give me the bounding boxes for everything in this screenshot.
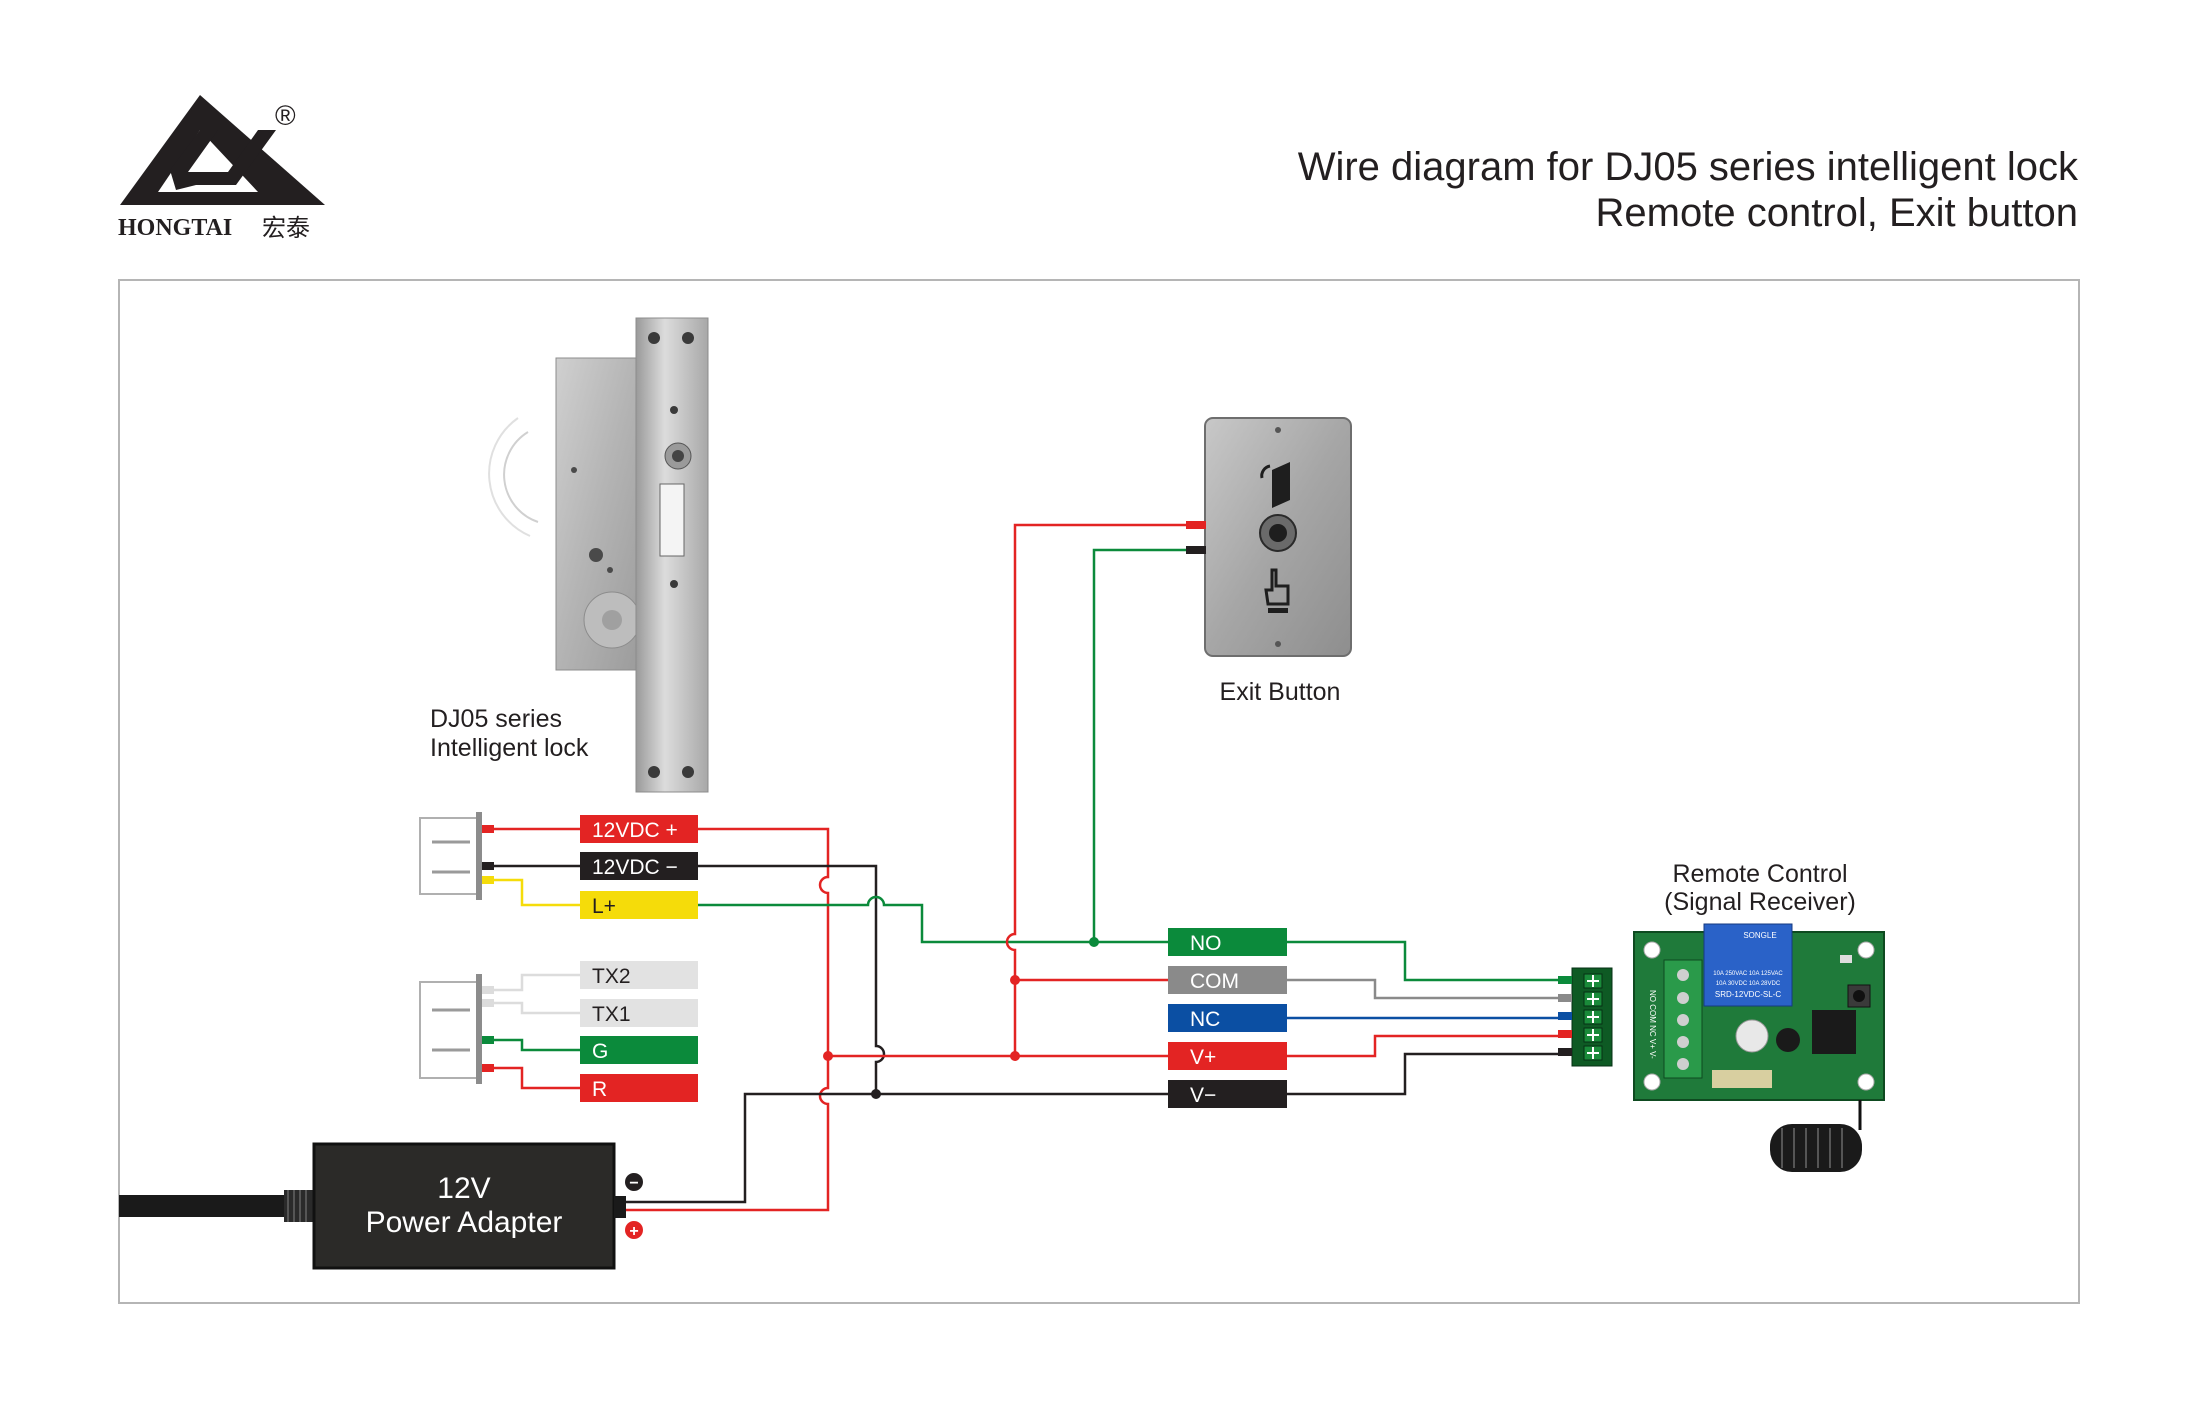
plus-terminal-icon: [625, 1221, 643, 1239]
receiver-antenna: [1770, 1100, 1862, 1172]
relay-brand: SONGLE: [1743, 931, 1776, 940]
label-l-plus-bg: [580, 891, 698, 919]
receiver-terminal-block: [1558, 967, 1613, 1067]
label-g-bg: [580, 1036, 698, 1064]
wire-com-to-receiver: [1287, 978, 1572, 1000]
terminal-v-minus: V−: [1190, 1084, 1216, 1107]
plus-symbol: +: [629, 1223, 638, 1240]
label-g: G: [592, 1040, 608, 1063]
receiver-label-line2: (Signal Receiver): [1664, 888, 1856, 916]
wire-v-plus-to-receiver: [1287, 1034, 1572, 1058]
junction-dot: [823, 1051, 833, 1061]
wire-v-minus-to-receiver: [1287, 1052, 1572, 1096]
wire-g-stub: [490, 1038, 580, 1052]
minus-terminal-icon: [625, 1173, 643, 1191]
wire-exit-green: [1092, 548, 1186, 942]
adapter-label-line1: 12V: [437, 1172, 490, 1205]
lock-connector-signal: [419, 974, 494, 1084]
terminal-nc: NC: [1190, 1008, 1220, 1031]
diagram-frame: [118, 279, 2080, 1304]
wire-power-minus-trunk: [640, 1092, 876, 1204]
title-line2: Remote control, Exit button: [1596, 191, 2078, 235]
wire-l-plus-trunk: [698, 895, 1168, 944]
receiver-label-line1: Remote Control: [1672, 860, 1847, 888]
lock-wire-labels-signal: TX2 TX1 G R: [580, 961, 698, 1102]
label-l-plus: L+: [592, 895, 616, 918]
exit-button-device: [1186, 417, 1352, 657]
junction-dot: [1089, 937, 1099, 947]
junction-dot: [1010, 975, 1020, 985]
power-cord: [119, 1195, 284, 1217]
receiver-board: SONGLE 10A 250VAC 10A 125VAC 10A 30VDC 1…: [1633, 923, 1885, 1101]
terminal-nc-bg: [1168, 1004, 1287, 1032]
label-r-bg: [580, 1074, 698, 1102]
exit-button-label: Exit Button: [1220, 678, 1341, 706]
junction-dots: [823, 937, 1099, 1099]
junction-dot: [1010, 1051, 1020, 1061]
wire-r-stub: [490, 1066, 580, 1090]
label-tx2: TX2: [592, 965, 631, 988]
wire-12vdc-plus-trunk: [640, 827, 830, 1212]
label-12vdc-minus: 12VDC −: [592, 856, 678, 879]
terminal-com: COM: [1190, 970, 1239, 993]
wire-12vdc-minus-trunk: [698, 864, 1168, 1096]
terminal-labels: NO COM NC V+ V−: [1168, 928, 1287, 1108]
lock-label-line2: Intelligent lock: [430, 734, 589, 762]
label-12vdc-plus: 12VDC +: [592, 819, 678, 842]
wire-l-plus-stub: [490, 878, 580, 907]
brand-logo: ® HONGTAI 宏泰: [118, 95, 325, 242]
power-adapter: 12V Power Adapter − +: [119, 1142, 643, 1270]
terminal-v-plus-bg: [1168, 1042, 1287, 1070]
title-line1: Wire diagram for DJ05 series intelligent…: [1298, 145, 2079, 189]
label-12vdc-plus-bg: [580, 815, 698, 843]
registered-mark: ®: [275, 100, 296, 131]
junction-dot: [871, 1089, 881, 1099]
adapter-label-line2: Power Adapter: [366, 1206, 563, 1239]
wire-tx1-stub: [490, 1001, 580, 1015]
terminal-com-bg: [1168, 966, 1287, 994]
lock-label-line1: DJ05 series: [430, 705, 562, 733]
terminal-v-plus: V+: [1190, 1046, 1216, 1069]
lock-device: [488, 317, 709, 793]
label-12vdc-minus-bg: [580, 852, 698, 880]
wire-exit-red: [1005, 523, 1186, 1056]
label-tx1-bg: [580, 999, 698, 1027]
label-tx2-bg: [580, 961, 698, 989]
brand-name-cn: 宏泰: [262, 215, 310, 242]
relay-rating-1: 10A 250VAC 10A 125VAC: [1713, 971, 1783, 977]
label-r: R: [592, 1078, 607, 1101]
terminal-no-bg: [1168, 928, 1287, 956]
relay-model: SRD-12VDC-SL-C: [1715, 990, 1781, 999]
terminal-v-minus-bg: [1168, 1080, 1287, 1108]
relay-rating-2: 10A 30VDC 10A 28VDC: [1716, 981, 1781, 987]
wire-tx2-stub: [490, 973, 580, 992]
brand-name: HONGTAI: [118, 215, 232, 241]
lock-connector-power: [419, 812, 494, 900]
wire-no-to-receiver: [1287, 940, 1572, 982]
minus-symbol: −: [629, 1175, 638, 1192]
lock-wire-labels-power: 12VDC + 12VDC − L+: [580, 815, 698, 919]
label-tx1: TX1: [592, 1003, 631, 1026]
terminal-no: NO: [1190, 932, 1222, 955]
wire-layer: [490, 523, 1572, 1212]
board-terminal-legend: NO COM NC V+ V-: [1648, 990, 1657, 1059]
